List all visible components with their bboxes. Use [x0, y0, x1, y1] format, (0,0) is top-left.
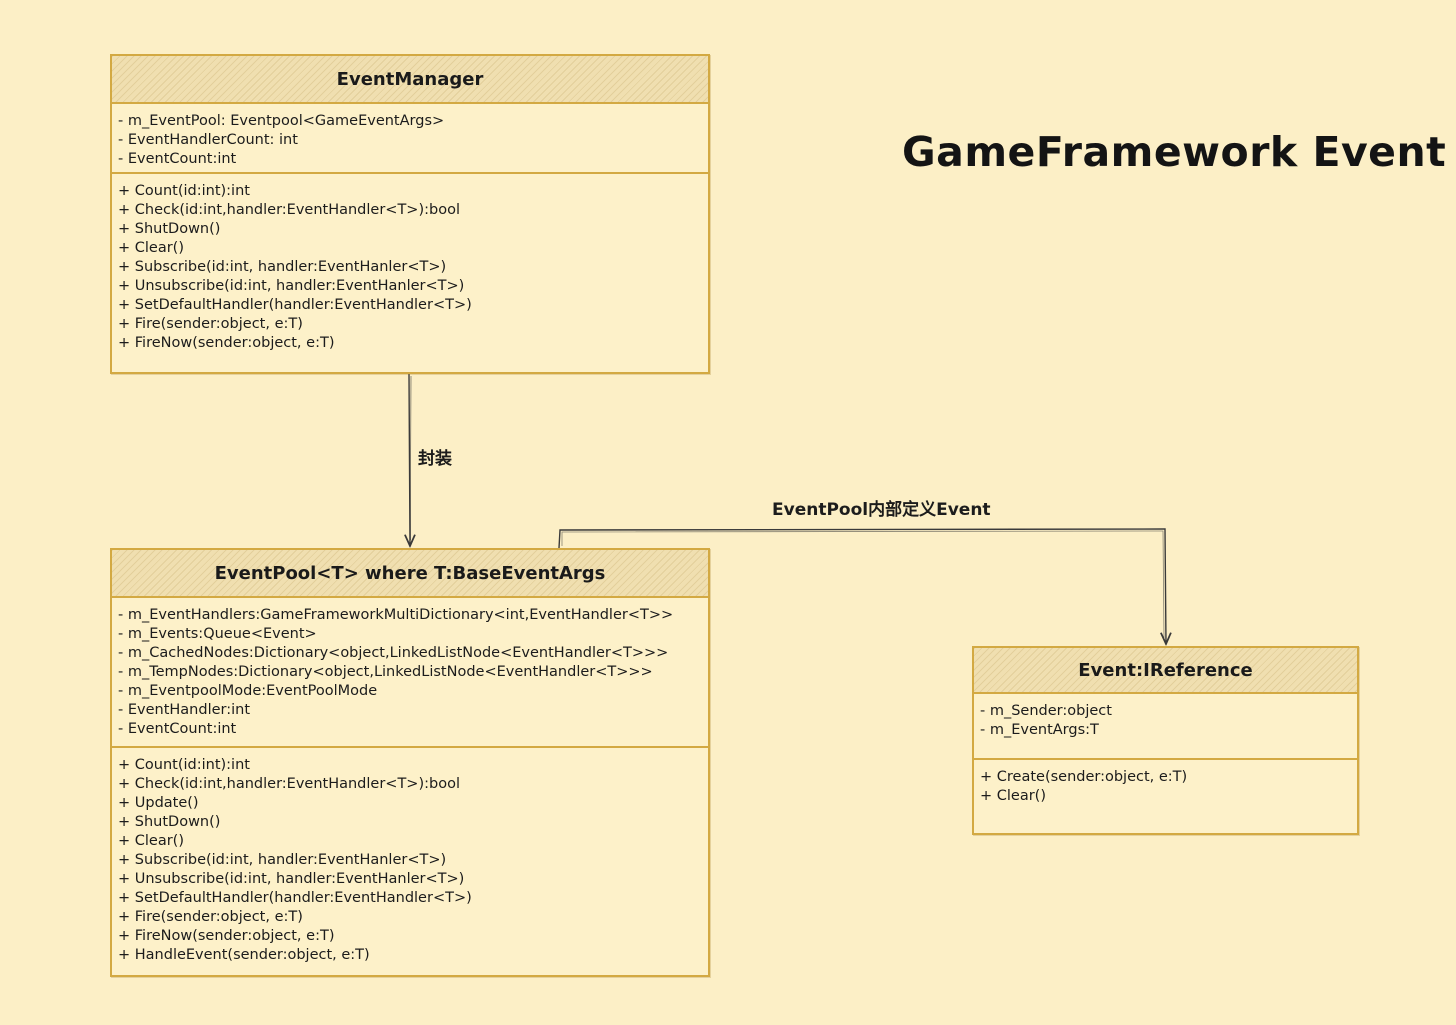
- defines-label: EventPool内部定义Event: [772, 500, 991, 520]
- field: - m_Events:Queue<Event>: [118, 626, 317, 642]
- field: - EventHandlerCount: int: [118, 132, 298, 148]
- field: - m_EventPool: Eventpool<GameEventArgs>: [118, 113, 445, 129]
- method: + FireNow(sender:object, e:T): [118, 335, 335, 351]
- method: + Clear(): [118, 240, 184, 256]
- method: + Clear(): [980, 788, 1046, 804]
- defines-arrow: [558, 528, 1166, 644]
- event-manager-class[interactable]: EventManager - m_EventPool: Eventpool<Ga…: [110, 54, 710, 374]
- field: - EventCount:int: [118, 721, 237, 737]
- class-name: Event:IReference: [974, 648, 1357, 694]
- field: - m_CachedNodes:Dictionary<object,Linked…: [118, 645, 669, 661]
- event-class[interactable]: Event:IReference - m_Sender:object - m_E…: [972, 646, 1359, 835]
- fields-section: - m_Sender:object - m_EventArgs:T: [974, 694, 1357, 760]
- encapsulate-arrow: [409, 373, 410, 546]
- field: - EventCount:int: [118, 151, 237, 167]
- method: + Check(id:int,handler:EventHandler<T>):…: [118, 776, 460, 792]
- method: + Clear(): [118, 833, 184, 849]
- field: - EventHandler:int: [118, 702, 251, 718]
- method: + Count(id:int):int: [118, 183, 250, 199]
- method: + Check(id:int,handler:EventHandler<T>):…: [118, 202, 460, 218]
- diagram-title: GameFramework Event: [902, 128, 1447, 176]
- method: + FireNow(sender:object, e:T): [118, 928, 335, 944]
- encapsulate-label: 封装: [418, 449, 452, 469]
- method: + Fire(sender:object, e:T): [118, 909, 303, 925]
- methods-section: + Count(id:int):int + Check(id:int,handl…: [112, 174, 708, 359]
- method: + Subscribe(id:int, handler:EventHanler<…: [118, 852, 447, 868]
- method: + Count(id:int):int: [118, 757, 250, 773]
- method: + Subscribe(id:int, handler:EventHanler<…: [118, 259, 447, 275]
- method: + ShutDown(): [118, 814, 221, 830]
- method: + HandleEvent(sender:object, e:T): [118, 947, 370, 963]
- method: + SetDefaultHandler(handler:EventHandler…: [118, 297, 472, 313]
- field: - m_EventpoolMode:EventPoolMode: [118, 683, 378, 699]
- method: + Update(): [118, 795, 199, 811]
- fields-section: - m_EventHandlers:GameFrameworkMultiDict…: [112, 598, 708, 748]
- class-name: EventManager: [112, 56, 708, 104]
- method: + Unsubscribe(id:int, handler:EventHanle…: [118, 278, 465, 294]
- method: + Fire(sender:object, e:T): [118, 316, 303, 332]
- defines-arrow-sketch: [561, 530, 1165, 639]
- fields-section: - m_EventPool: Eventpool<GameEventArgs> …: [112, 104, 708, 174]
- field: - m_Sender:object: [980, 703, 1112, 719]
- field: - m_TempNodes:Dictionary<object,LinkedLi…: [118, 664, 653, 680]
- method: + ShutDown(): [118, 221, 221, 237]
- methods-section: + Count(id:int):int + Check(id:int,handl…: [112, 748, 708, 971]
- encapsulate-arrow-sketch: [410, 375, 412, 540]
- method: + SetDefaultHandler(handler:EventHandler…: [118, 890, 472, 906]
- method: + Create(sender:object, e:T): [980, 769, 1188, 785]
- event-pool-class[interactable]: EventPool<T> where T:BaseEventArgs - m_E…: [110, 548, 710, 977]
- class-name: EventPool<T> where T:BaseEventArgs: [112, 550, 708, 598]
- method: + Unsubscribe(id:int, handler:EventHanle…: [118, 871, 465, 887]
- field: - m_EventArgs:T: [980, 722, 1099, 738]
- field: - m_EventHandlers:GameFrameworkMultiDict…: [118, 607, 674, 623]
- methods-section: + Create(sender:object, e:T) + Clear(): [974, 760, 1357, 812]
